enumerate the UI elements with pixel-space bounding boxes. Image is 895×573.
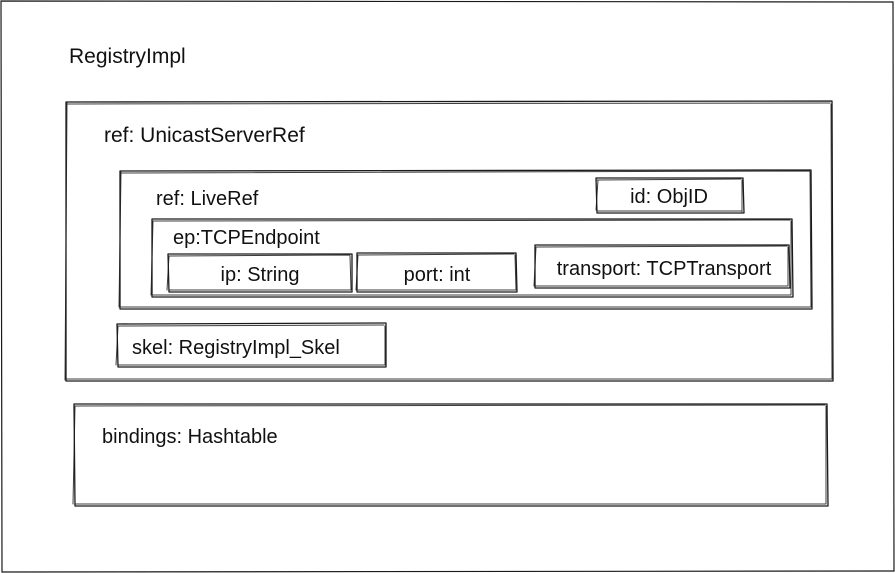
bindings-box xyxy=(72,403,829,507)
obj-id-label: id: ObjID xyxy=(630,186,708,208)
tcp-endpoint-box xyxy=(150,218,794,298)
ip-string-box xyxy=(166,253,353,293)
registry-skel-box xyxy=(115,322,387,368)
diagram-title: RegistryImpl xyxy=(69,45,186,68)
live-ref-box xyxy=(118,169,813,310)
unicast-server-ref-label: ref: UnicastServerRef xyxy=(104,124,305,147)
tcp-endpoint-label: ep:TCPEndpoint xyxy=(173,227,320,249)
ip-string-label: ip: String xyxy=(221,264,300,286)
tcp-transport-box xyxy=(533,244,791,289)
tcp-transport-label: transport: TCPTransport xyxy=(557,258,772,280)
live-ref-label: ref: LiveRef xyxy=(156,188,259,210)
port-int-box xyxy=(355,252,518,293)
obj-id-box xyxy=(595,177,745,214)
registry-skel-label: skel: RegistryImpl_Skel xyxy=(132,337,340,359)
port-int-label: port: int xyxy=(404,264,471,286)
bindings-label: bindings: Hashtable xyxy=(102,426,278,448)
unicast-server-ref-box xyxy=(64,100,834,382)
